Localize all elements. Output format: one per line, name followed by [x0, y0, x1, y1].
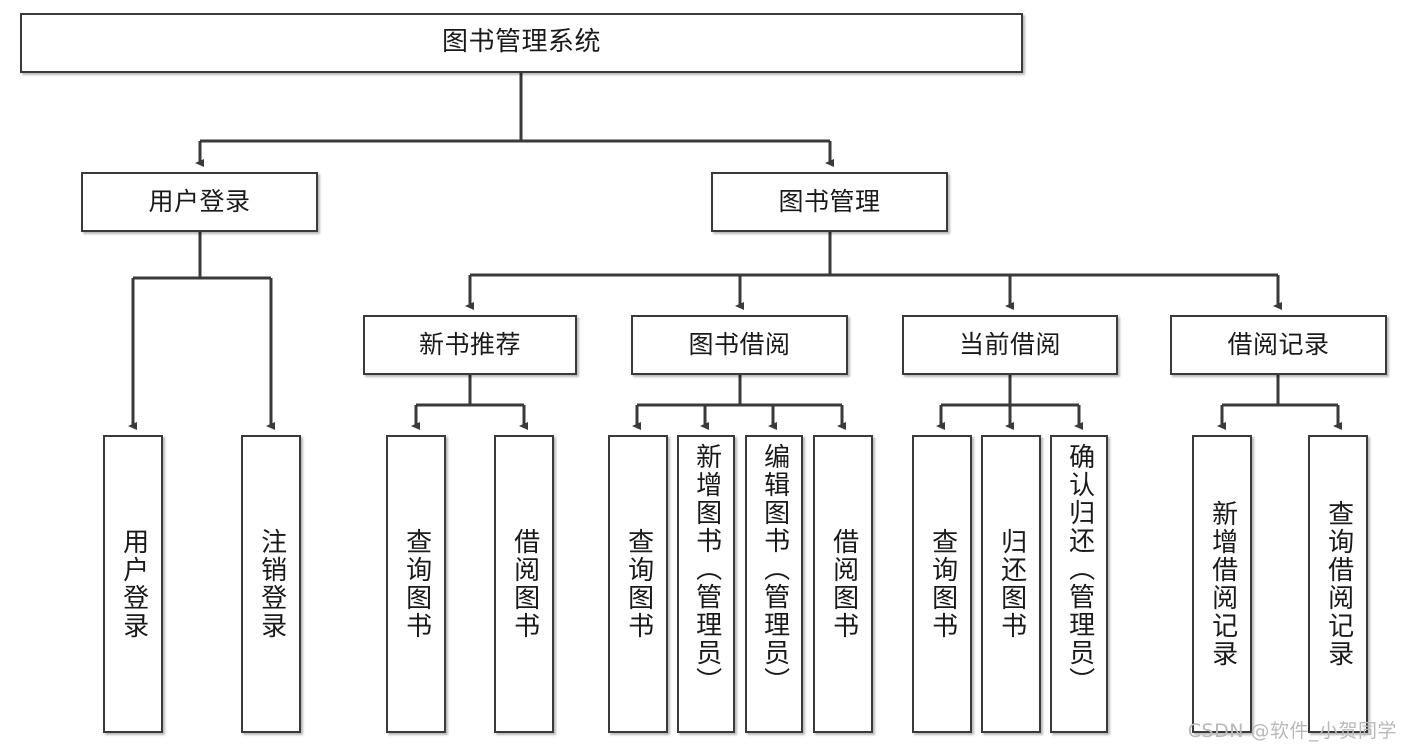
node-leaf-borrow-book-2-label: 借阅图书 [828, 528, 859, 640]
node-leaf-add-record-label: 新增借阅记录 [1207, 500, 1238, 668]
node-leaf-return-book[interactable]: 归还图书 [981, 435, 1041, 733]
node-leaf-query-book-3[interactable]: 查询图书 [912, 435, 972, 733]
node-root[interactable]: 图书管理系统 [20, 13, 1023, 73]
node-new-book-recommend[interactable]: 新书推荐 [363, 315, 577, 375]
node-leaf-add-book[interactable]: 新增图书（管理员） [677, 435, 735, 733]
node-leaf-user-login[interactable]: 用户登录 [103, 435, 163, 733]
node-leaf-confirm-return[interactable]: 确认归还（管理员） [1050, 435, 1108, 733]
node-new-book-recommend-label: 新书推荐 [418, 329, 521, 359]
node-current-borrow-label: 当前借阅 [958, 329, 1061, 359]
node-leaf-query-record[interactable]: 查询借阅记录 [1308, 435, 1368, 733]
node-book-borrow[interactable]: 图书借阅 [631, 315, 848, 375]
node-leaf-query-book-3-label: 查询图书 [927, 528, 958, 640]
node-leaf-borrow-book-1-label: 借阅图书 [509, 528, 540, 640]
node-root-label: 图书管理系统 [441, 27, 601, 58]
node-borrow-record[interactable]: 借阅记录 [1170, 315, 1387, 375]
node-leaf-query-book-1-label: 查询图书 [401, 528, 432, 640]
node-leaf-query-record-label: 查询借阅记录 [1323, 500, 1354, 668]
node-leaf-add-record[interactable]: 新增借阅记录 [1192, 435, 1252, 733]
node-leaf-edit-book[interactable]: 编辑图书（管理员） [745, 435, 803, 733]
node-leaf-borrow-book-2[interactable]: 借阅图书 [813, 435, 873, 733]
node-user-login-label: 用户登录 [148, 186, 251, 216]
node-leaf-query-book-1[interactable]: 查询图书 [386, 435, 446, 733]
node-leaf-query-book-2-label: 查询图书 [623, 528, 654, 640]
node-user-login[interactable]: 用户登录 [81, 172, 318, 232]
watermark-text: CSDN @软件_小贺同学 [1187, 720, 1397, 742]
node-leaf-user-login-label: 用户登录 [118, 528, 149, 640]
node-borrow-record-label: 借阅记录 [1227, 329, 1330, 359]
node-leaf-confirm-return-label: 确认归还（管理员） [1064, 443, 1095, 695]
node-leaf-logout[interactable]: 注销登录 [241, 435, 301, 733]
node-book-manage-label: 图书管理 [778, 186, 881, 216]
node-book-borrow-label: 图书借阅 [688, 329, 791, 359]
node-leaf-edit-book-label: 编辑图书（管理员） [759, 443, 790, 695]
node-leaf-return-book-label: 归还图书 [996, 528, 1027, 640]
node-leaf-add-book-label: 新增图书（管理员） [691, 443, 722, 695]
node-current-borrow[interactable]: 当前借阅 [902, 315, 1118, 375]
node-book-manage[interactable]: 图书管理 [711, 172, 948, 232]
node-leaf-borrow-book-1[interactable]: 借阅图书 [494, 435, 554, 733]
node-leaf-logout-label: 注销登录 [256, 528, 287, 640]
node-leaf-query-book-2[interactable]: 查询图书 [608, 435, 668, 733]
